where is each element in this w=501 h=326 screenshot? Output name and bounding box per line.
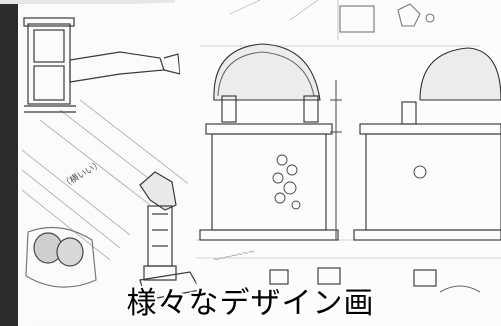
- right-blueprint-sheet: ～～～～～～～: [175, 0, 501, 326]
- caption-text: 様々なデザイン画: [126, 286, 375, 321]
